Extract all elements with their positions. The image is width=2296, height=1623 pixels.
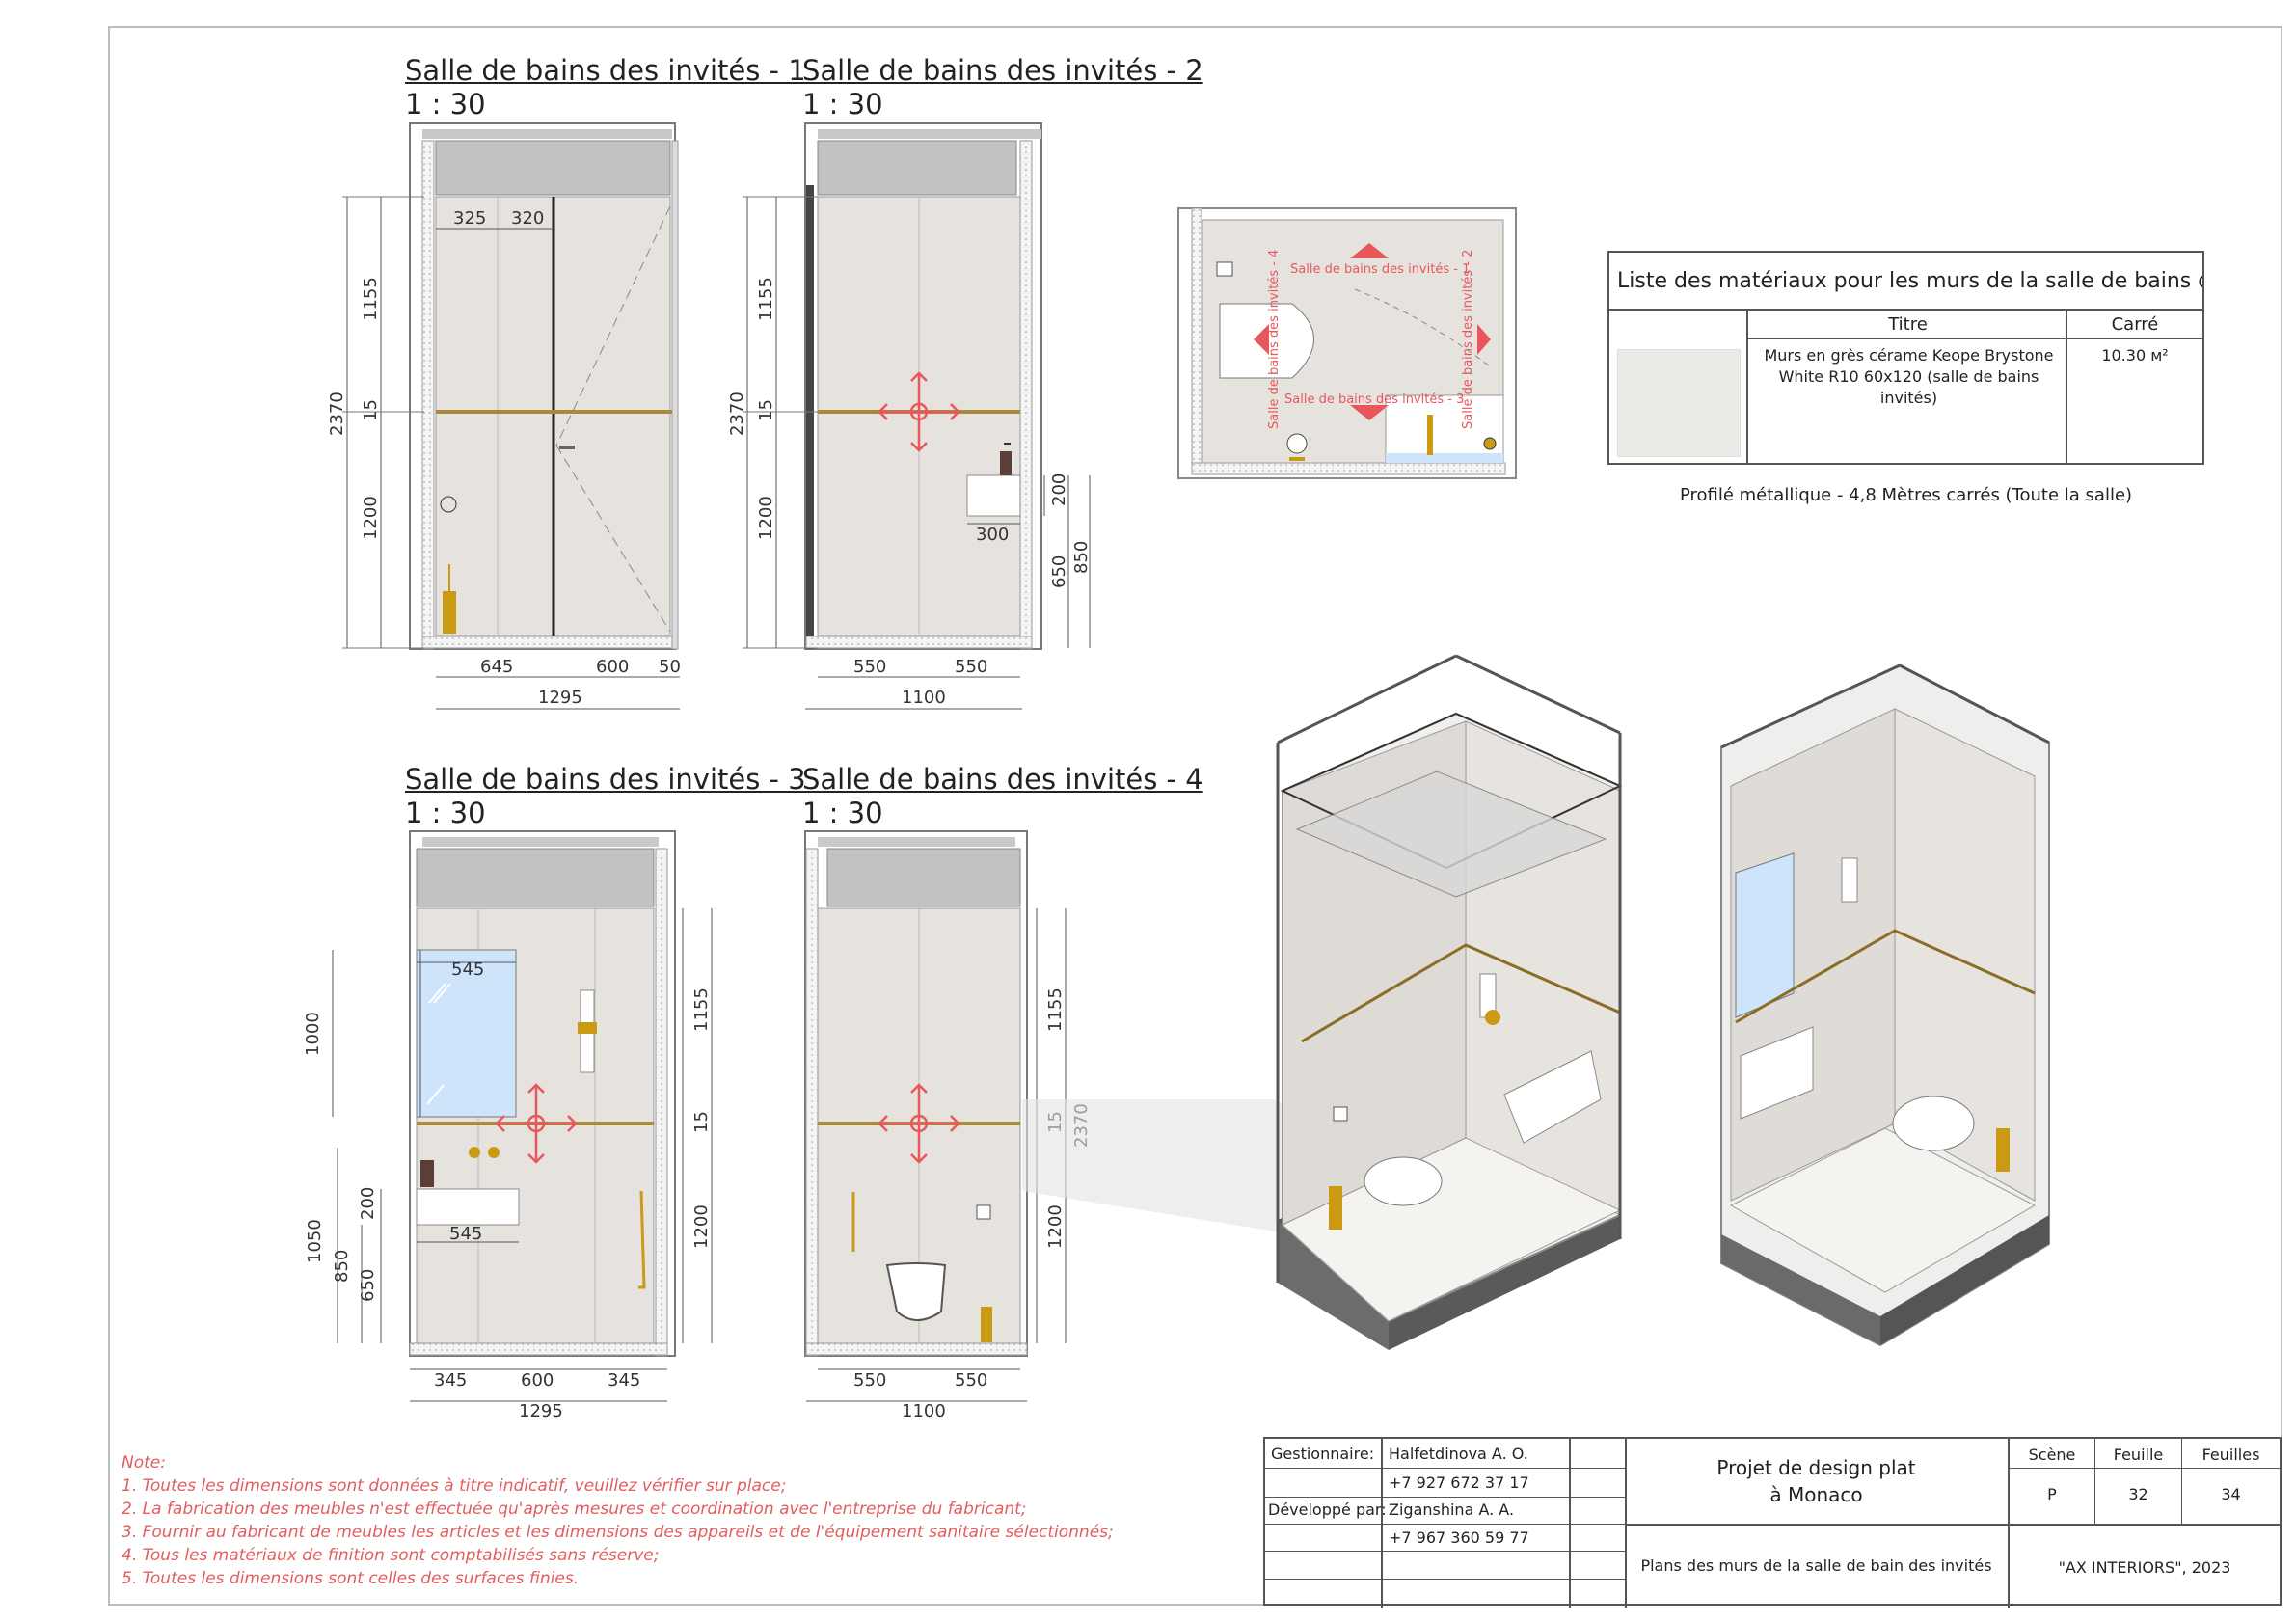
tb-scene-label: Scène bbox=[2028, 1446, 2076, 1464]
note-5: 5. Toutes les dimensions sont celles des… bbox=[122, 1569, 580, 1588]
view-title-1: Salle de bains des invités - 1 bbox=[405, 54, 806, 87]
elevation-view-1: 1155 15 2370 1200 325 320 645 600 50 129… bbox=[327, 122, 681, 710]
dim-v1-lower: 1200 bbox=[361, 496, 381, 540]
tb-sheets-value: 34 bbox=[2221, 1485, 2241, 1503]
title-block: Gestionnaire: Halfetdinova A. O. +7 927 … bbox=[1263, 1437, 2282, 1608]
dim-v4-b-b: 550 bbox=[955, 1370, 987, 1391]
dim-v1-b-c: 50 bbox=[659, 657, 681, 677]
dim-v3-b-total: 1295 bbox=[519, 1401, 563, 1421]
dim-v1-mid: 15 bbox=[361, 399, 381, 421]
tb-developer-phone: +7 967 360 59 77 bbox=[1389, 1528, 1529, 1547]
dim-v3-sink-w: 545 bbox=[449, 1224, 482, 1244]
materials-col-swatch bbox=[1609, 311, 1748, 465]
dim-v3-650: 650 bbox=[358, 1269, 378, 1302]
dim-v4-b-total: 1100 bbox=[902, 1401, 946, 1421]
tb-project-line2: à Monaco bbox=[1769, 1483, 1863, 1506]
dim-v1-b-b: 600 bbox=[596, 657, 629, 677]
dim-v1-top-a: 325 bbox=[453, 208, 486, 229]
note-2: 2. La fabrication des meubles n'est effe… bbox=[122, 1500, 1027, 1519]
materials-head-area: Carré bbox=[2067, 311, 2202, 339]
tb-manager-phone: +7 927 672 37 17 bbox=[1389, 1474, 1529, 1492]
dim-v3-b-a: 345 bbox=[434, 1370, 467, 1391]
isometric-view-left bbox=[1022, 654, 1623, 1350]
dim-v1-b-a: 645 bbox=[480, 657, 513, 677]
material-row-title-1: Murs en grès cérame Keope Brystone bbox=[1764, 346, 2054, 365]
dim-v1-total: 2370 bbox=[327, 392, 347, 436]
materials-table-title: Liste des matériaux pour les murs de la … bbox=[1609, 253, 2202, 311]
dim-v2-sink-w: 300 bbox=[976, 525, 1009, 545]
view-scale-4: 1 : 30 bbox=[802, 797, 883, 829]
elevation-view-4: 1155 15 2370 1200 550 550 1100 bbox=[804, 830, 1092, 1421]
material-row-area: 10.30 м² bbox=[2101, 346, 2169, 365]
tb-sheets-label: Feuilles bbox=[2201, 1446, 2260, 1464]
plan-label-4: Salle de bains des invités - 4 bbox=[1267, 250, 1282, 429]
profile-note: Profilé métallique - 4,8 Mètres carrés (… bbox=[1679, 485, 2133, 505]
dim-v1-upper: 1155 bbox=[361, 277, 381, 321]
note-4: 4. Tous les matériaux de finition sont c… bbox=[122, 1546, 660, 1565]
material-swatch bbox=[1617, 349, 1741, 457]
tb-sheet-label: Feuille bbox=[2113, 1446, 2164, 1464]
tb-developer-name: Ziganshina A. A. bbox=[1389, 1501, 1515, 1519]
note-heading: Note: bbox=[122, 1453, 166, 1473]
dim-v2-b-b: 550 bbox=[955, 657, 987, 677]
dim-v2-b-a: 550 bbox=[853, 657, 886, 677]
dim-v4-b-a: 550 bbox=[853, 1370, 886, 1391]
view-scale-2: 1 : 30 bbox=[802, 88, 883, 121]
view-scale-3: 1 : 30 bbox=[405, 797, 486, 829]
dim-v2-850: 850 bbox=[1071, 541, 1092, 574]
plan-label-1: Salle de bains des invités - 1 bbox=[1290, 262, 1470, 277]
dim-v1-top-b: 320 bbox=[511, 208, 544, 229]
dim-v3-upper: 1155 bbox=[691, 987, 712, 1032]
plan-label-3: Salle de bains des invités - 3 bbox=[1284, 392, 1464, 407]
dim-v3-sink-h: 200 bbox=[358, 1187, 378, 1220]
dim-v3-850: 850 bbox=[332, 1250, 352, 1283]
dim-v2-mid: 15 bbox=[756, 399, 776, 421]
dim-v4-upper: 1155 bbox=[1045, 987, 1066, 1032]
dim-v2-upper: 1155 bbox=[756, 277, 776, 321]
dim-v2-lower: 1200 bbox=[756, 496, 776, 540]
sheet-border bbox=[108, 26, 2282, 1606]
material-row-title-2: White R10 60x120 (salle de bains bbox=[1778, 367, 2039, 386]
tb-project-line1: Projet de design plat bbox=[1716, 1456, 1916, 1479]
dim-v2-b-total: 1100 bbox=[902, 688, 946, 708]
dim-v3-mirror-w: 545 bbox=[451, 960, 484, 980]
dim-v3-1050: 1050 bbox=[305, 1219, 325, 1263]
dim-v1-b-total: 1295 bbox=[538, 688, 582, 708]
elevation-view-3: 545 1000 1155 15 1200 545 200 1050 850 6… bbox=[303, 830, 713, 1421]
notes-block: Note: 1. Toutes les dimensions sont donn… bbox=[122, 1451, 1114, 1590]
dim-v3-lower: 1200 bbox=[691, 1204, 712, 1249]
tb-developer-label: Développé par: bbox=[1268, 1501, 1387, 1519]
elevation-view-2: 1155 15 2370 1200 300 200 650 850 550 55… bbox=[727, 122, 1092, 710]
tb-manager-label: Gestionnaire: bbox=[1271, 1445, 1375, 1463]
view-scale-1: 1 : 30 bbox=[405, 88, 486, 121]
plan-label-2: Salle de bains des invités - 2 bbox=[1461, 250, 1475, 429]
material-row-title-3: invités) bbox=[1879, 389, 1938, 407]
materials-head-title: Titre bbox=[1748, 311, 2067, 339]
tb-company: "AX INTERIORS", 2023 bbox=[2058, 1558, 2231, 1577]
dim-v3-mirror-h: 1000 bbox=[303, 1012, 323, 1056]
view-title-4: Salle de bains des invités - 4 bbox=[802, 763, 1203, 796]
tb-drawing-title: Plans des murs de la salle de bain des i… bbox=[1640, 1556, 1992, 1575]
materials-table: Liste des matériaux pour les murs de la … bbox=[1607, 251, 2204, 465]
dim-v3-mid: 15 bbox=[691, 1111, 712, 1133]
note-3: 3. Fournir au fabricant de meubles les a… bbox=[122, 1523, 1114, 1542]
dim-v4-lower: 1200 bbox=[1045, 1204, 1066, 1249]
view-title-3: Salle de bains des invités - 3 bbox=[405, 763, 806, 796]
note-1: 1. Toutes les dimensions sont données à … bbox=[122, 1476, 787, 1496]
tb-sheet-value: 32 bbox=[2128, 1485, 2148, 1503]
dim-v2-650: 650 bbox=[1049, 555, 1069, 588]
tb-scene-value: P bbox=[2047, 1485, 2057, 1503]
dim-v2-sink-h: 200 bbox=[1049, 473, 1069, 506]
dim-v3-b-c: 345 bbox=[608, 1370, 640, 1391]
dim-v2-total: 2370 bbox=[727, 392, 747, 436]
floor-plan: Salle de bains des invités - 1 Salle de … bbox=[1177, 207, 1517, 479]
dim-v3-b-b: 600 bbox=[521, 1370, 554, 1391]
tb-manager-name: Halfetdinova A. O. bbox=[1389, 1445, 1528, 1463]
view-title-2: Salle de bains des invités - 2 bbox=[802, 54, 1203, 87]
isometric-view-right bbox=[1720, 663, 2050, 1347]
materials-col-title bbox=[1748, 311, 2067, 465]
